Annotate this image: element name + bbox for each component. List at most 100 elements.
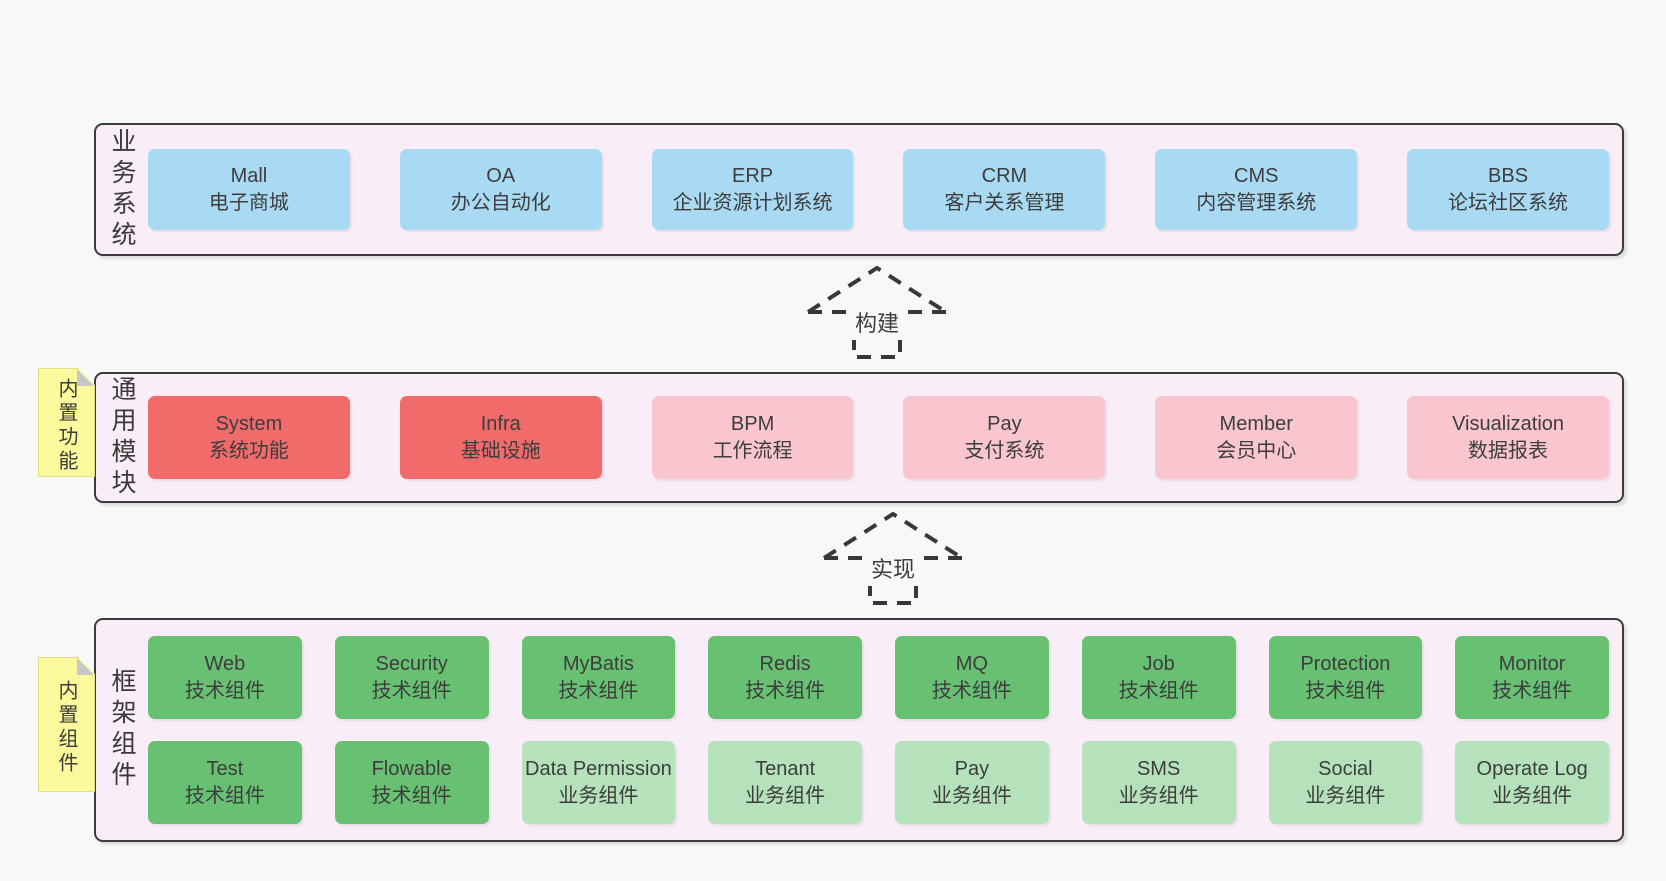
sticky-note-builtin-features: 内置功能 bbox=[38, 368, 95, 477]
dashed-up-arrow-icon bbox=[822, 511, 964, 605]
box-title: MyBatis bbox=[562, 653, 634, 676]
box-visualization: Visualization 数据报表 bbox=[1407, 396, 1609, 479]
box-security: Security 技术组件 bbox=[334, 636, 489, 719]
box-crm: CRM 客户关系管理 bbox=[903, 149, 1106, 230]
box-subtitle: 业务组件 bbox=[558, 784, 639, 807]
layer-framework-components: 框架组件 Web 技术组件 Security 技术组件 MyBatis 技术组件… bbox=[94, 618, 1624, 842]
box-bbs: BBS 论坛社区系统 bbox=[1407, 149, 1609, 230]
box-subtitle: 技术组件 bbox=[1492, 679, 1573, 702]
box-sms: SMS 业务组件 bbox=[1081, 741, 1236, 824]
box-subtitle: 业务组件 bbox=[931, 784, 1012, 807]
sticky-note-label: 内置功能 bbox=[55, 377, 77, 474]
box-mall: Mall 电子商城 bbox=[148, 149, 350, 230]
framework-components-grid: Web 技术组件 Security 技术组件 MyBatis 技术组件 Redi… bbox=[148, 620, 1622, 840]
box-title: BBS bbox=[1488, 165, 1529, 188]
box-subtitle: 系统功能 bbox=[208, 439, 289, 462]
box-data-permission: Data Permission 业务组件 bbox=[521, 741, 676, 824]
box-subtitle: 电子商城 bbox=[208, 191, 289, 214]
box-title: Flowable bbox=[371, 758, 452, 781]
box-social: Social 业务组件 bbox=[1268, 741, 1423, 824]
box-subtitle: 技术组件 bbox=[1118, 679, 1199, 702]
layer-label-business-systems: 业务系统 bbox=[108, 127, 136, 252]
box-title: Member bbox=[1219, 413, 1293, 436]
box-title: Tenant bbox=[755, 758, 816, 781]
box-infra: Infra 基础设施 bbox=[399, 396, 602, 479]
framework-components-row-1: Web 技术组件 Security 技术组件 MyBatis 技术组件 Redi… bbox=[148, 636, 1609, 719]
arrow-build-label: 构建 bbox=[849, 304, 905, 340]
arrow-implement: 实现 bbox=[818, 508, 968, 606]
box-subtitle: 客户关系管理 bbox=[944, 191, 1065, 214]
box-title: Mall bbox=[230, 165, 268, 188]
box-pay-module: Pay 支付系统 bbox=[903, 396, 1106, 479]
box-title: MQ bbox=[955, 653, 988, 676]
box-subtitle: 技术组件 bbox=[1305, 679, 1386, 702]
box-flowable: Flowable 技术组件 bbox=[334, 741, 489, 824]
box-title: Data Permission bbox=[525, 758, 672, 781]
folded-corner-icon bbox=[77, 658, 94, 675]
box-bpm: BPM 工作流程 bbox=[651, 396, 854, 479]
box-title: Protection bbox=[1300, 653, 1391, 676]
box-title: System bbox=[215, 413, 283, 436]
box-title: Pay bbox=[954, 758, 990, 781]
box-cms: CMS 内容管理系统 bbox=[1155, 149, 1358, 230]
layer-label-common-modules: 通用模块 bbox=[108, 375, 136, 500]
dashed-up-arrow-icon bbox=[806, 265, 948, 359]
framework-components-row-2: Test 技术组件 Flowable 技术组件 Data Permission … bbox=[148, 741, 1609, 824]
box-subtitle: 技术组件 bbox=[184, 679, 265, 702]
arrow-implement-label: 实现 bbox=[865, 550, 921, 586]
box-redis: Redis 技术组件 bbox=[708, 636, 862, 719]
box-title: BPM bbox=[730, 413, 775, 436]
box-monitor: Monitor 技术组件 bbox=[1455, 636, 1609, 719]
box-erp: ERP 企业资源计划系统 bbox=[651, 149, 854, 230]
box-title: Pay bbox=[987, 413, 1022, 436]
box-protection: Protection 技术组件 bbox=[1268, 636, 1423, 719]
layer-business-systems: 业务系统 Mall 电子商城 OA 办公自动化 ERP 企业资源计划系统 CRM… bbox=[94, 123, 1624, 256]
box-oa: OA 办公自动化 bbox=[399, 149, 602, 230]
box-subtitle: 技术组件 bbox=[745, 679, 826, 702]
box-mq: MQ 技术组件 bbox=[895, 636, 1049, 719]
box-member: Member 会员中心 bbox=[1155, 396, 1358, 479]
box-tenant: Tenant 业务组件 bbox=[708, 741, 862, 824]
box-subtitle: 技术组件 bbox=[184, 784, 265, 807]
box-subtitle: 技术组件 bbox=[371, 784, 452, 807]
common-modules-row: System 系统功能 Infra 基础设施 BPM 工作流程 Pay 支付系统… bbox=[148, 374, 1622, 501]
box-test: Test 技术组件 bbox=[148, 741, 302, 824]
box-subtitle: 业务组件 bbox=[745, 784, 826, 807]
layer-label-framework-components: 框架组件 bbox=[108, 668, 136, 792]
box-title: Infra bbox=[480, 413, 521, 436]
layer-common-modules: 通用模块 System 系统功能 Infra 基础设施 BPM 工作流程 Pay… bbox=[94, 372, 1624, 503]
box-subtitle: 办公自动化 bbox=[450, 191, 551, 214]
box-subtitle: 工作流程 bbox=[712, 439, 793, 462]
box-subtitle: 业务组件 bbox=[1305, 784, 1386, 807]
box-subtitle: 内容管理系统 bbox=[1196, 191, 1317, 214]
box-subtitle: 基础设施 bbox=[460, 439, 541, 462]
sticky-note-builtin-components: 内置组件 bbox=[38, 657, 95, 792]
box-subtitle: 会员中心 bbox=[1216, 439, 1297, 462]
box-title: Social bbox=[1318, 758, 1373, 781]
sticky-note-label: 内置组件 bbox=[55, 679, 77, 776]
business-systems-row: Mall 电子商城 OA 办公自动化 ERP 企业资源计划系统 CRM 客户关系… bbox=[148, 125, 1622, 254]
box-title: Operate Log bbox=[1476, 758, 1588, 781]
box-title: Visualization bbox=[1452, 413, 1565, 436]
box-subtitle: 业务组件 bbox=[1118, 784, 1199, 807]
box-subtitle: 论坛社区系统 bbox=[1448, 191, 1569, 214]
box-title: Test bbox=[206, 758, 244, 781]
box-title: CRM bbox=[981, 165, 1028, 188]
box-job: Job 技术组件 bbox=[1081, 636, 1236, 719]
box-system: System 系统功能 bbox=[148, 396, 350, 479]
box-mybatis: MyBatis 技术组件 bbox=[521, 636, 676, 719]
arrow-build: 构建 bbox=[802, 262, 952, 360]
box-title: Web bbox=[204, 653, 246, 676]
box-operate-log: Operate Log 业务组件 bbox=[1455, 741, 1609, 824]
box-title: OA bbox=[486, 165, 516, 188]
box-pay-component: Pay 业务组件 bbox=[895, 741, 1049, 824]
box-subtitle: 技术组件 bbox=[558, 679, 639, 702]
box-subtitle: 企业资源计划系统 bbox=[672, 191, 833, 214]
box-subtitle: 业务组件 bbox=[1492, 784, 1573, 807]
box-title: SMS bbox=[1136, 758, 1181, 781]
box-title: CMS bbox=[1234, 165, 1279, 188]
box-subtitle: 数据报表 bbox=[1468, 439, 1549, 462]
box-title: Security bbox=[375, 653, 448, 676]
box-title: ERP bbox=[732, 165, 774, 188]
